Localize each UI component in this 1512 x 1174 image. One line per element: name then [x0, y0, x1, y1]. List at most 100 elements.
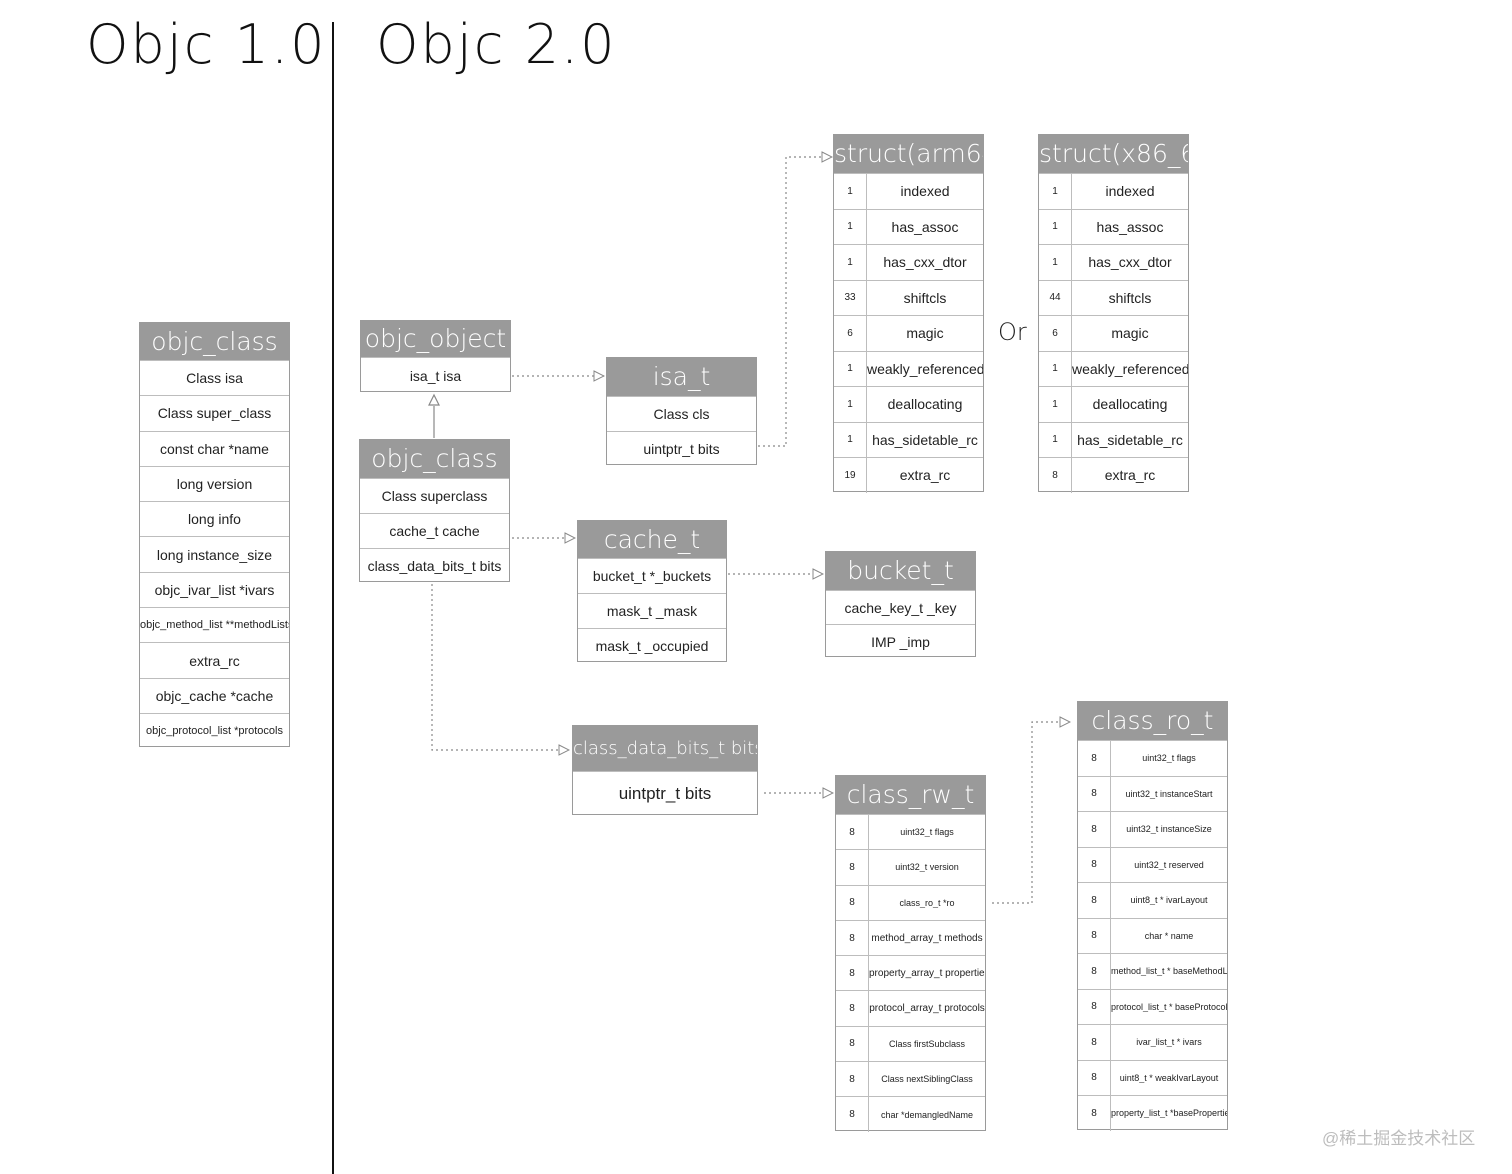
- bit-width: 8: [1078, 989, 1111, 1024]
- objc-object-title: objc_object: [361, 321, 510, 357]
- class-ro-t-title: class_ro_t: [1078, 702, 1227, 740]
- field-name: has_sidetable_rc: [1077, 431, 1183, 448]
- field-name: long instance_size: [156, 546, 273, 563]
- field-name: uint32_t reserved: [1134, 859, 1204, 870]
- field-name: uint32_t version: [895, 862, 959, 873]
- field-name: uint8_t * ivarLayout: [1130, 895, 1208, 906]
- field-name: Class super_class: [157, 405, 272, 422]
- field-name: Class isa: [186, 370, 243, 387]
- bit-width: 8: [1078, 1096, 1111, 1131]
- field-name: Class firstSubclass: [888, 1038, 966, 1049]
- bit-width: 19: [834, 458, 867, 493]
- field-name: has_assoc: [1096, 218, 1164, 235]
- field-row: Class super_class: [140, 395, 289, 430]
- bit-width: 6: [1039, 316, 1072, 351]
- field-row: 1 has_sidetable_rc: [1039, 421, 1188, 457]
- bit-width: 8: [836, 1097, 869, 1132]
- field-row: IMP _imp: [826, 624, 975, 658]
- field-name: cache_t cache: [389, 523, 480, 539]
- class-rw-t-title: class_rw_t: [836, 776, 985, 814]
- field-name: extra_rc: [1104, 467, 1156, 484]
- field-name: extra_rc: [899, 467, 951, 484]
- field-row: uintptr_t bits: [573, 771, 757, 816]
- field-name: class_ro_t *ro: [899, 897, 955, 908]
- field-name: uint32_t instanceSize: [1126, 824, 1212, 835]
- field-name: bucket_t *_buckets: [592, 568, 712, 584]
- field-name: isa_t isa: [409, 367, 462, 384]
- field-name: has_sidetable_rc: [872, 431, 978, 448]
- bit-width: 1: [1039, 422, 1072, 457]
- field-name: property_list_t *baseProperties: [1111, 1108, 1227, 1119]
- bit-width: 8: [1078, 1060, 1111, 1095]
- connector-bits-to-class_data_bits_t: [431, 584, 569, 750]
- bit-width: 1: [1039, 174, 1072, 209]
- connector-bits-to-struct: [758, 157, 832, 447]
- field-row: long instance_size: [140, 536, 289, 571]
- field-name: weakly_referenced: [1072, 360, 1188, 377]
- struct-x86-64-title: struct(x86_64): [1039, 135, 1188, 173]
- field-name: ivar_list_t * ivars: [1136, 1037, 1202, 1048]
- bit-width: 6: [834, 316, 867, 351]
- field-name: has_assoc: [891, 218, 959, 235]
- field-row: cache_t cache: [360, 513, 509, 548]
- cache-t-title: cache_t: [578, 521, 726, 558]
- field-name: deallocating: [1092, 396, 1168, 413]
- bit-width: 1: [1039, 351, 1072, 386]
- field-name: protocol_list_t * baseProtocols: [1111, 1001, 1227, 1012]
- bit-width: 1: [834, 351, 867, 386]
- bit-width: 8: [836, 991, 869, 1026]
- version-divider: [332, 22, 334, 1174]
- field-row: Class isa: [140, 360, 289, 395]
- field-name: Class cls: [653, 406, 710, 422]
- field-name: method_list_t * baseMethodList: [1111, 966, 1227, 977]
- field-name: indexed: [900, 183, 950, 200]
- bit-width: 8: [1078, 776, 1111, 811]
- bit-width: 8: [1039, 458, 1072, 493]
- field-name: magic: [906, 325, 944, 342]
- connector-ro-to-class_ro_t: [992, 722, 1070, 904]
- isa-t-title: isa_t: [607, 358, 756, 396]
- field-name: extra_rc: [189, 652, 240, 669]
- field-row: 8 Class firstSubclass: [836, 1025, 985, 1062]
- inheritance-arrow: [428, 393, 440, 406]
- field-row: const char *name: [140, 430, 289, 466]
- field-name: objc_ivar_list *ivars: [154, 581, 275, 598]
- class-data-bits-t-title: class_data_bits_t bits: [573, 726, 757, 771]
- field-row: objc_cache *cache: [140, 677, 289, 713]
- bit-width: 8: [836, 1026, 869, 1062]
- field-name: uintptr_t bits: [618, 784, 712, 803]
- objc-class-v2-title: objc_class: [360, 440, 509, 478]
- bit-width: 8: [1078, 812, 1111, 847]
- bit-width: 1: [834, 422, 867, 457]
- heading-objc-1-0: Objc 1.0: [86, 13, 327, 76]
- bit-width: 8: [836, 956, 869, 991]
- field-row: Class superclass: [360, 478, 509, 513]
- bit-width: 1: [1039, 387, 1072, 422]
- field-name: shiftcls: [1108, 289, 1152, 306]
- field-name: protocol_array_t protocols: [869, 1003, 985, 1015]
- field-name: has_cxx_dtor: [1088, 254, 1172, 271]
- struct-arm64-title: struct(arm64): [834, 135, 983, 173]
